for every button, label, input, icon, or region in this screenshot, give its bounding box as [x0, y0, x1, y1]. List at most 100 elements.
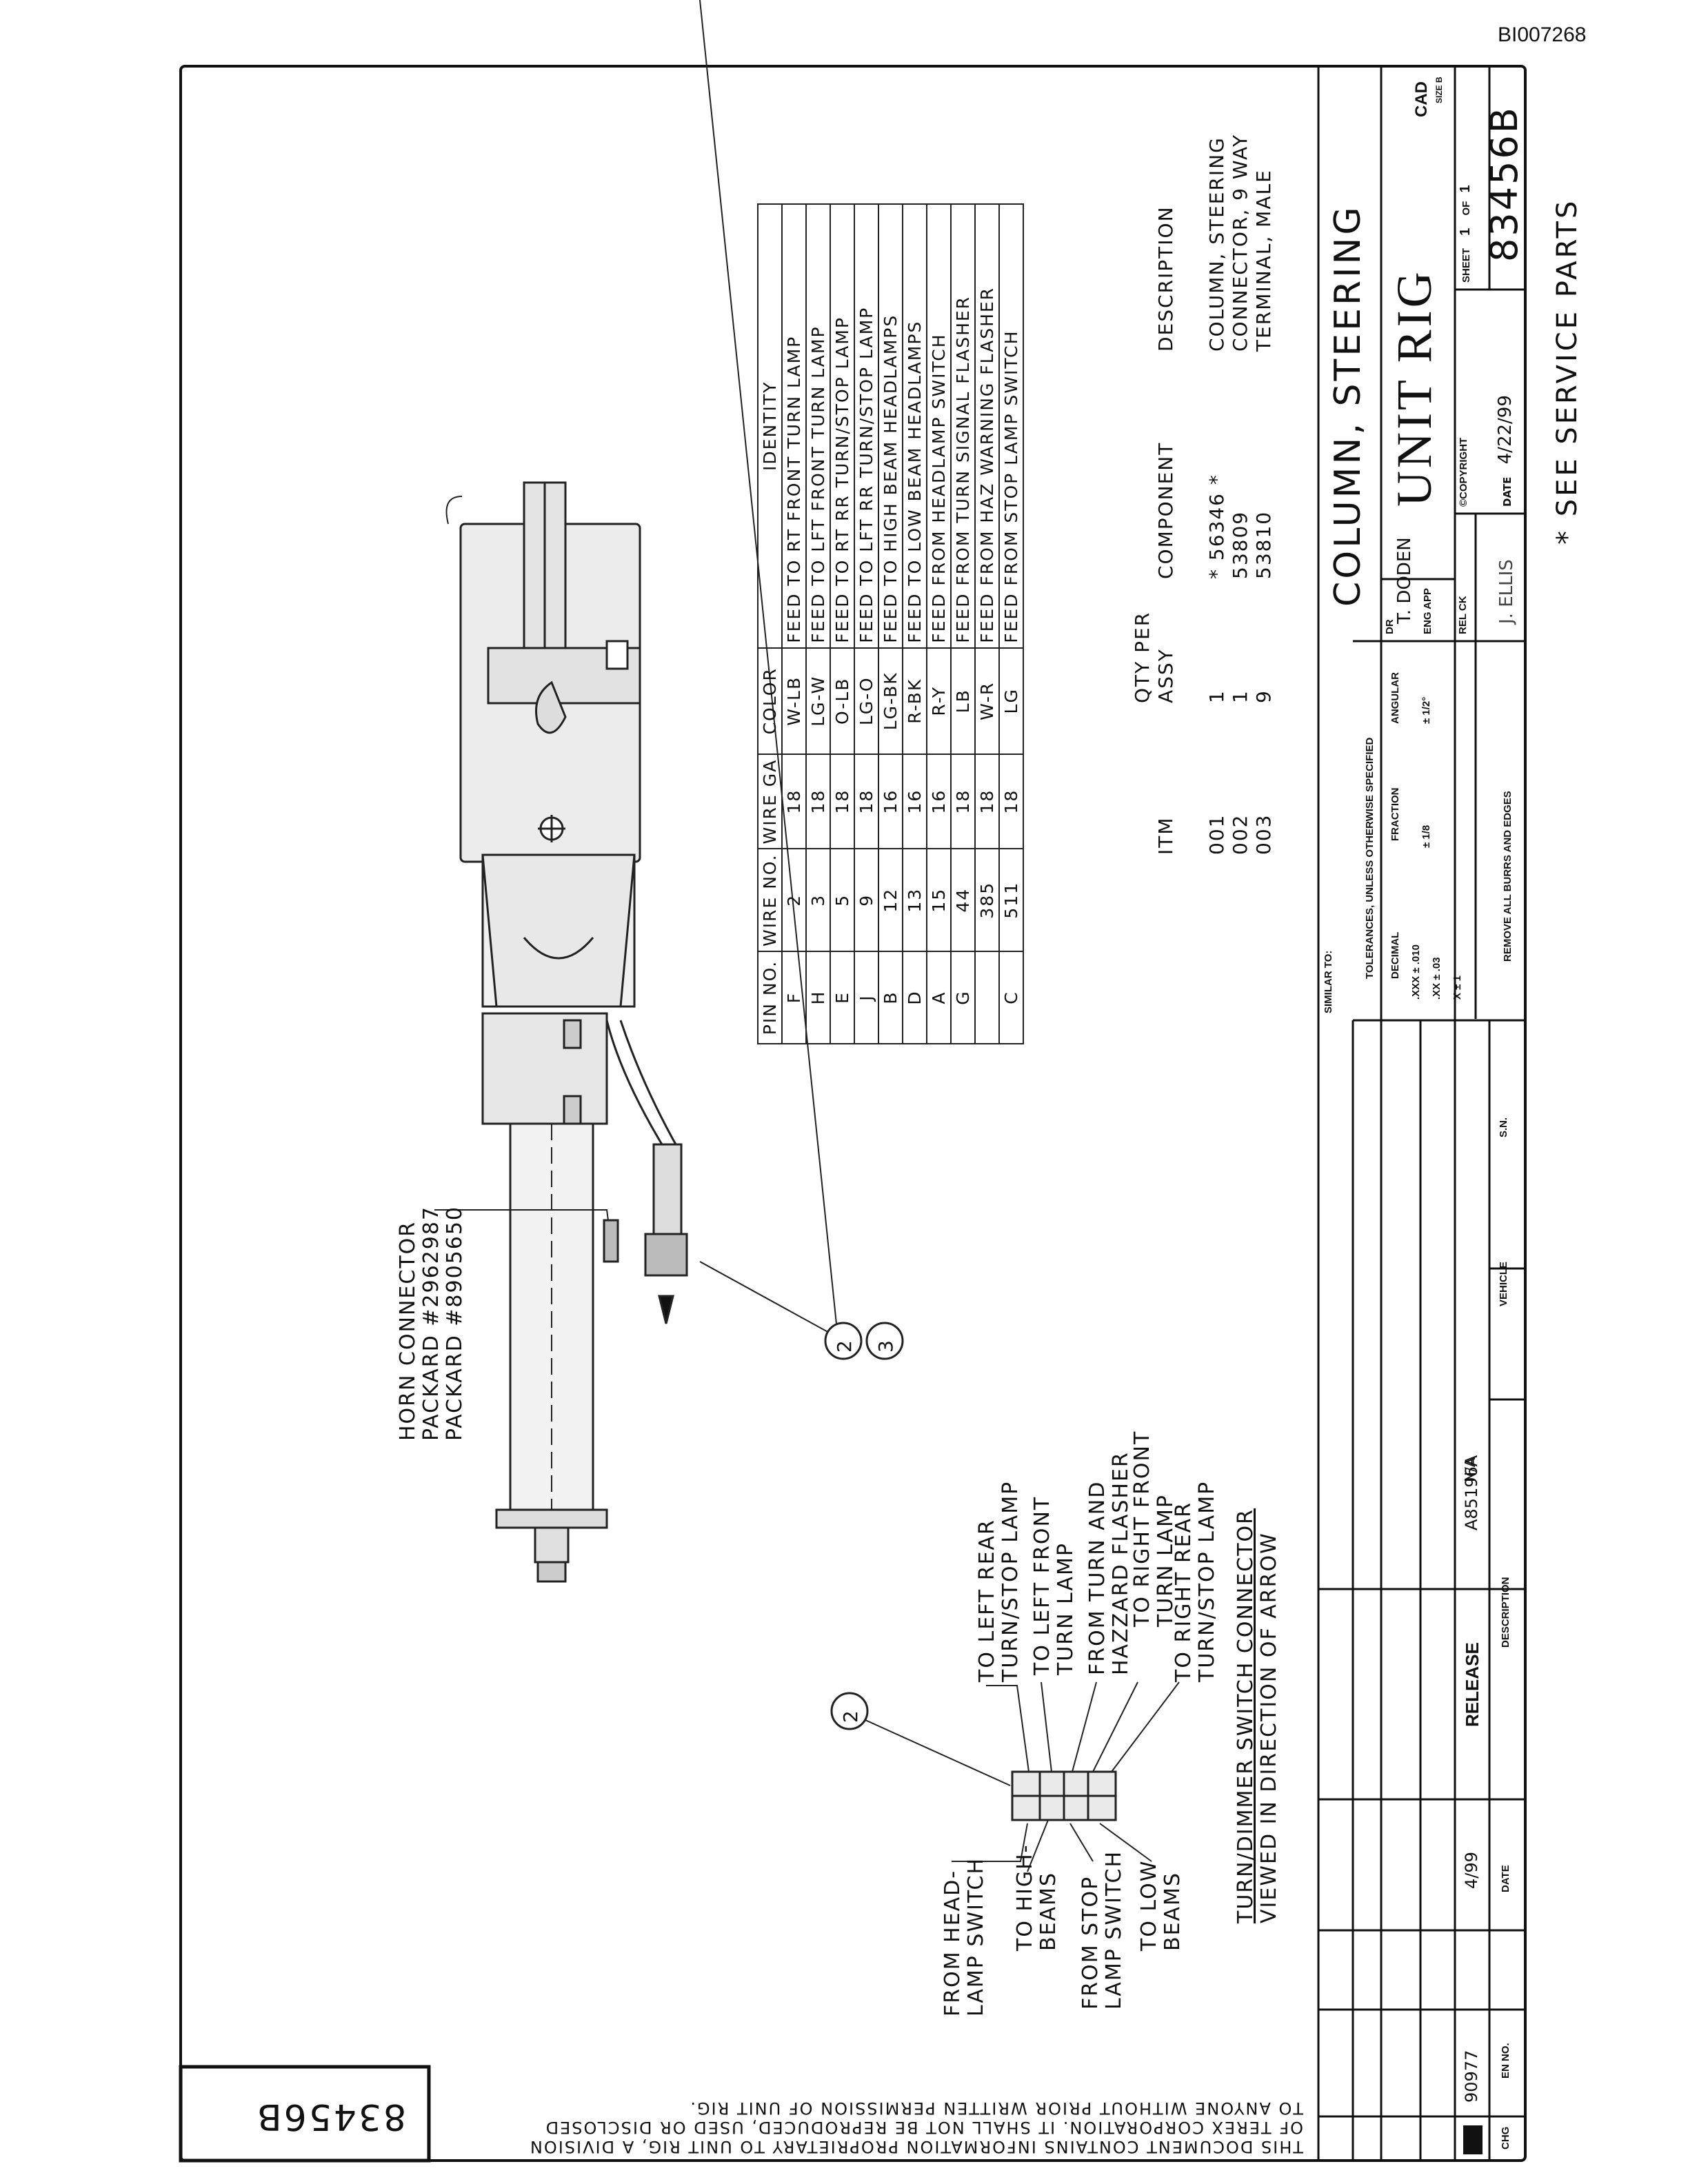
wire-table-cell: 18	[951, 754, 975, 849]
wire-table-cell: 18	[830, 754, 854, 849]
title-block-date: DATE 4/22/99	[1495, 395, 1516, 507]
date-label: DATE	[1501, 476, 1514, 507]
label-from-headlamp-switch: FROM HEAD- LAMP SWITCH	[941, 1857, 988, 2016]
vehicle-label: VEHICLE	[1498, 1261, 1509, 1306]
wire-table-cell: 511	[999, 849, 1023, 951]
title-block-checked-by: J. ELLIS	[1496, 559, 1517, 624]
parts-list-cell: 002	[1229, 813, 1252, 855]
parts-list-cell: 53810	[1252, 510, 1275, 579]
footer-note: * SEE SERVICE PARTS	[1551, 198, 1583, 545]
parts-list-cell: * 56346 *	[1205, 474, 1228, 579]
wire-table-cell: W-R	[975, 647, 999, 754]
label-from-stop-lamp-switch: FROM STOP LAMP SWITCH	[1078, 1850, 1126, 2010]
wire-table-cell: 18	[975, 754, 999, 849]
wire-table-cell: 15	[927, 849, 951, 951]
wire-table-cell: 18	[806, 754, 830, 849]
horn-connector-label: HORN CONNECTOR PACKARD #2962987 PACKARD …	[396, 1206, 467, 1441]
label-from-turn-hazard-flasher: FROM TURN AND HAZZARD FLASHER	[1085, 1451, 1133, 1675]
switch-connector-title-text: TURN/DIMMER SWITCH CONNECTOR	[1234, 1508, 1258, 1923]
wire-table-cell: C	[999, 951, 1023, 1044]
wire-table-cell: LB	[951, 647, 975, 754]
wire-table-cell: 9	[854, 849, 878, 951]
parts-list-cell: TERMINAL, MALE	[1252, 169, 1275, 352]
switch-connector-leaders	[952, 1681, 1180, 1872]
drawing-frame	[179, 65, 1527, 2162]
wire-table-cell: O-LB	[830, 647, 854, 754]
title-block-similar-to: SIMILAR TO:	[1323, 950, 1334, 1013]
label-to-right-rear-turn-stop: TO RIGHT REAR TURN/STOP LAMP	[1172, 1480, 1219, 1682]
parts-list-cell: 1	[1229, 689, 1252, 703]
callout-circles	[824, 1322, 904, 1730]
parts-list-cell: 001	[1205, 813, 1228, 855]
rev-header-en-no: EN NO.	[1500, 2043, 1511, 2079]
parts-list-cell: CONNECTOR, 9 WAY	[1229, 133, 1252, 352]
wire-table-cell: 18	[782, 754, 806, 849]
wire-table-cell: 13	[903, 849, 927, 951]
wire-table-cell: 16	[903, 754, 927, 849]
wire-table-cell: 16	[927, 754, 951, 849]
wire-table-cell: FEED TO LOW BEAM HEADLAMPS	[903, 203, 927, 648]
parts-header-qty: QTY PER ASSY	[1131, 611, 1177, 703]
callout-3: 3	[874, 1339, 897, 1353]
rev-en-no: 90977	[1462, 2050, 1481, 2103]
parts-header-component: COMPONENT	[1154, 441, 1177, 579]
proprietary-notice-line-3: TO ANYONE WITHOUT PRIOR WRITTEN PERMISSI…	[689, 2099, 1303, 2118]
callout-leaders	[699, 0, 1011, 1786]
label-to-low-beams: TO LOW BEAMS	[1137, 1859, 1185, 1951]
horn-connector-title: HORN CONNECTOR	[396, 1220, 420, 1441]
document-id: BI007268	[1498, 23, 1587, 46]
wire-table-cell: F	[782, 951, 806, 1044]
title-block-grid	[1317, 66, 1525, 2161]
rev-ref: A85196A	[1462, 1455, 1481, 1530]
rev-description: RELEASE	[1462, 1642, 1483, 1727]
wire-table-cell: E	[830, 951, 854, 1044]
label-to-left-front-turn: TO LEFT FRONT TURN LAMP	[1030, 1495, 1078, 1675]
callout-2: 2	[833, 1339, 856, 1353]
wire-table-cell: 2	[782, 849, 806, 951]
burrs-note: REMOVE ALL BURRS AND EDGES	[1502, 791, 1514, 962]
wire-table-cell: 44	[951, 849, 975, 951]
wire-table-header-cell: IDENTITY	[758, 203, 782, 648]
title-block-rel-ck-label: REL CK	[1457, 596, 1469, 634]
wire-table-cell: LG-O	[854, 647, 878, 754]
wire-table-cell: B	[878, 951, 903, 1044]
rev-header-chg: CHG	[1500, 2126, 1511, 2150]
title-block-drawing-number: 83456B	[1483, 105, 1526, 262]
wire-table-cell: FEED FROM TURN SIGNAL FLASHER	[951, 203, 975, 648]
switch-connector-subtitle: VIEWED IN DIRECTION OF ARROW	[1257, 1532, 1281, 1923]
wire-table-cell: W-LB	[782, 647, 806, 754]
wire-table-cell: A	[927, 951, 951, 1044]
wire-table-header-cell: PIN NO.	[758, 951, 782, 1044]
proprietary-notice: THIS DOCUMENT CONTAINS INFORMATION PROPR…	[441, 2099, 1303, 2156]
tolerance-decimal-3: X ± 1	[1451, 975, 1463, 1000]
title-block-title: COLUMN, STEERING	[1327, 204, 1369, 607]
wire-table-cell: D	[903, 951, 927, 1044]
date-value: 4/22/99	[1495, 395, 1516, 465]
horn-connector-packard-1: PACKARD #2962987	[419, 1205, 443, 1441]
proprietary-notice-line-1: THIS DOCUMENT CONTAINS INFORMATION PROPR…	[528, 2137, 1303, 2156]
wire-table-cell: FEED TO RT FRONT TURN LAMP	[782, 203, 806, 648]
rev-header-date: DATE	[1500, 1865, 1511, 1892]
title-block-cad: CAD	[1412, 81, 1431, 117]
wire-table-header-cell: WIRE GA	[758, 754, 782, 849]
parts-list-cell: COLUMN, STEERING	[1205, 136, 1228, 352]
wire-table-cell	[975, 951, 999, 1044]
wire-table-cell: 16	[878, 754, 903, 849]
wire-table-cell: FEED TO HIGH BEAM HEADLAMPS	[878, 203, 903, 648]
label-to-right-front-turn: TO RIGHT FRONT TURN LAMP	[1130, 1430, 1178, 1627]
wire-table-cell: FEED FROM HAZ WARNING FLASHER	[975, 203, 999, 648]
wire-table-cell: 3	[806, 849, 830, 951]
rev-header-description: DESCRIPTION	[1500, 1577, 1511, 1648]
